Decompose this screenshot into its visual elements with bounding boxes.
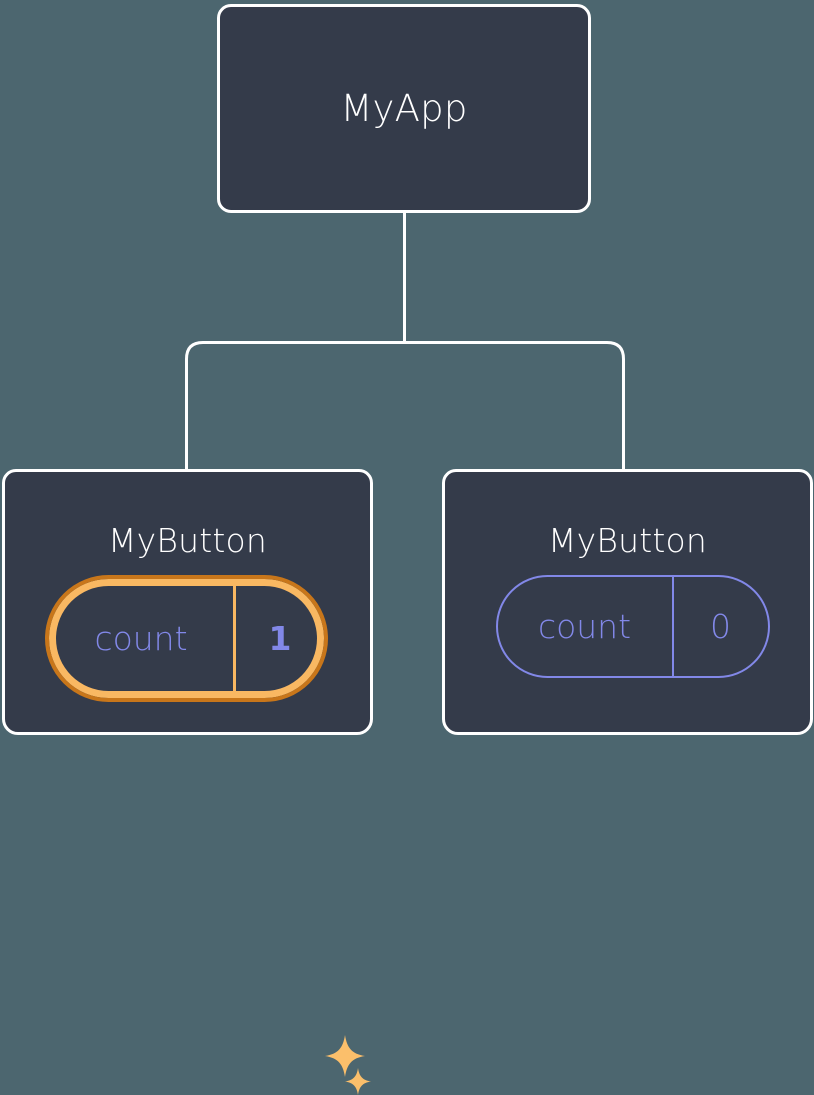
tree-connector-edges xyxy=(185,211,625,470)
sparkle-small-icon xyxy=(345,1068,371,1095)
edge-branch-bus xyxy=(185,341,625,470)
node-myapp-label: MyApp xyxy=(340,87,468,130)
state-pill-value: 1 xyxy=(268,619,292,658)
state-pill-count-highlighted[interactable]: count 1 xyxy=(45,575,328,702)
node-mybutton-right-label: MyButton xyxy=(547,521,708,560)
state-pill-key: count xyxy=(49,586,236,691)
node-mybutton-left-label: MyButton xyxy=(107,521,268,560)
component-tree-diagram: MyApp MyButton count 1 MyButton count 0 xyxy=(2,4,813,1095)
state-pill-right-wrap: count 0 xyxy=(445,575,810,678)
state-pill-key: count xyxy=(498,577,674,676)
state-pill-value: 0 xyxy=(710,607,731,646)
state-pill-count-plain[interactable]: count 0 xyxy=(495,575,770,678)
node-mybutton-left[interactable]: MyButton count 1 xyxy=(2,469,373,1095)
state-pill-left-wrap: count 1 xyxy=(5,575,370,702)
node-mybutton-right[interactable]: MyButton count 0 xyxy=(442,469,813,735)
sparkle-large-icon xyxy=(325,1035,365,1077)
node-myapp[interactable]: MyApp xyxy=(217,4,591,213)
